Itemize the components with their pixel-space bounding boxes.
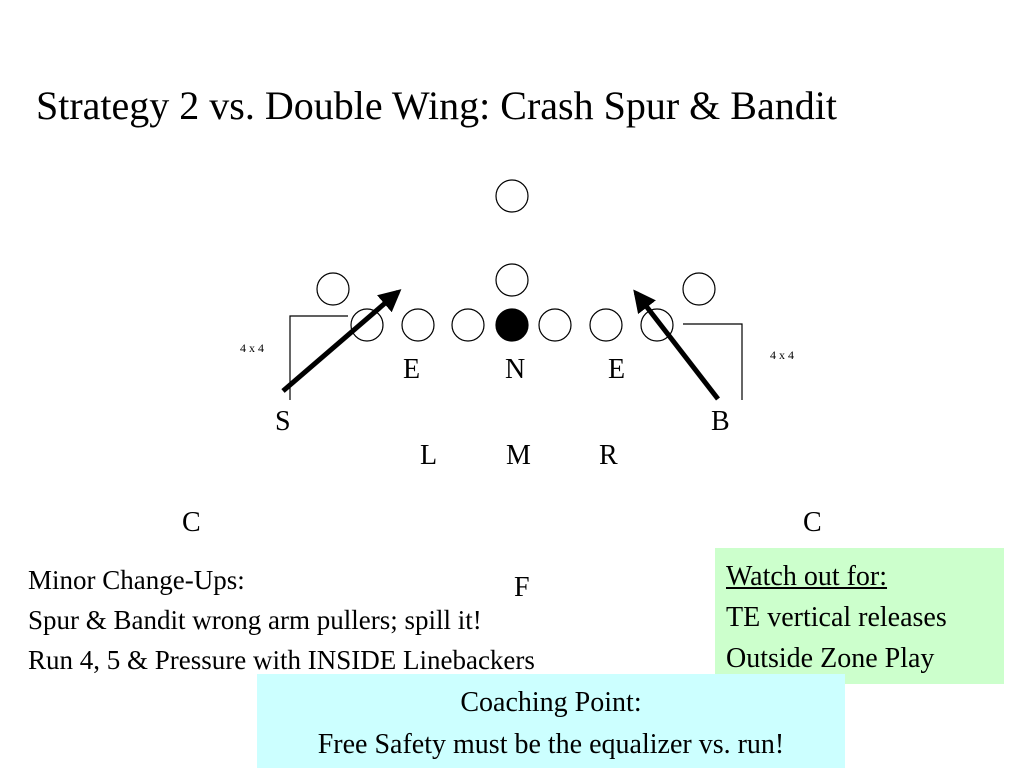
- notes-heading: Minor Change-Ups:: [28, 565, 245, 595]
- offense-guard-left: [451, 308, 485, 342]
- bandit-label: B: [711, 406, 730, 437]
- offense-back-deep: [495, 179, 529, 213]
- offense-tackle-left: [401, 308, 435, 342]
- corner-left-label: C: [182, 507, 201, 538]
- coaching-point-box: Coaching Point: Free Safety must be the …: [257, 674, 845, 768]
- offense-wingback-left: [316, 272, 350, 306]
- spur-arrow: [281, 289, 402, 393]
- bandit-arrow: [633, 289, 720, 401]
- change-ups-notes: Minor Change-Ups: Spur & Bandit wrong ar…: [28, 560, 535, 680]
- free-safety-label: F: [514, 572, 530, 603]
- offense-center: [495, 308, 529, 342]
- right-bracket: [683, 323, 743, 400]
- offense-wingback-right: [682, 272, 716, 306]
- offense-tackle-right: [589, 308, 623, 342]
- offense-tight-end-left: [350, 308, 384, 342]
- linebacker-mike-label: M: [506, 440, 531, 471]
- coaching-point-heading: Coaching Point:: [460, 687, 642, 718]
- spur-label: S: [275, 406, 291, 437]
- slide-title: Strategy 2 vs. Double Wing: Crash Spur &…: [36, 83, 837, 128]
- right-set-label: 4 x 4: [770, 348, 794, 362]
- coaching-point-text: Free Safety must be the equalizer vs. ru…: [317, 729, 785, 760]
- end-right-label: E: [608, 354, 626, 385]
- notes-line: Spur & Bandit wrong arm pullers; spill i…: [28, 605, 482, 635]
- watch-out-item: TE vertical releases: [726, 602, 947, 633]
- watch-out-item: Outside Zone Play: [726, 643, 935, 674]
- nose-label: N: [505, 354, 526, 385]
- offense-guard-right: [538, 308, 572, 342]
- watch-out-box: Watch out for: TE vertical releases Outs…: [715, 548, 1004, 684]
- linebacker-right-label: R: [599, 440, 618, 471]
- linebacker-left-label: L: [420, 440, 438, 471]
- left-bracket: [289, 315, 348, 400]
- end-left-label: E: [403, 354, 421, 385]
- offense-quarterback: [495, 263, 529, 297]
- corner-right-label: C: [803, 507, 822, 538]
- notes-line: Run 4, 5 & Pressure with INSIDE Lineback…: [28, 645, 535, 675]
- left-set-label: 4 x 4: [240, 341, 264, 355]
- watch-out-heading: Watch out for:: [726, 561, 888, 592]
